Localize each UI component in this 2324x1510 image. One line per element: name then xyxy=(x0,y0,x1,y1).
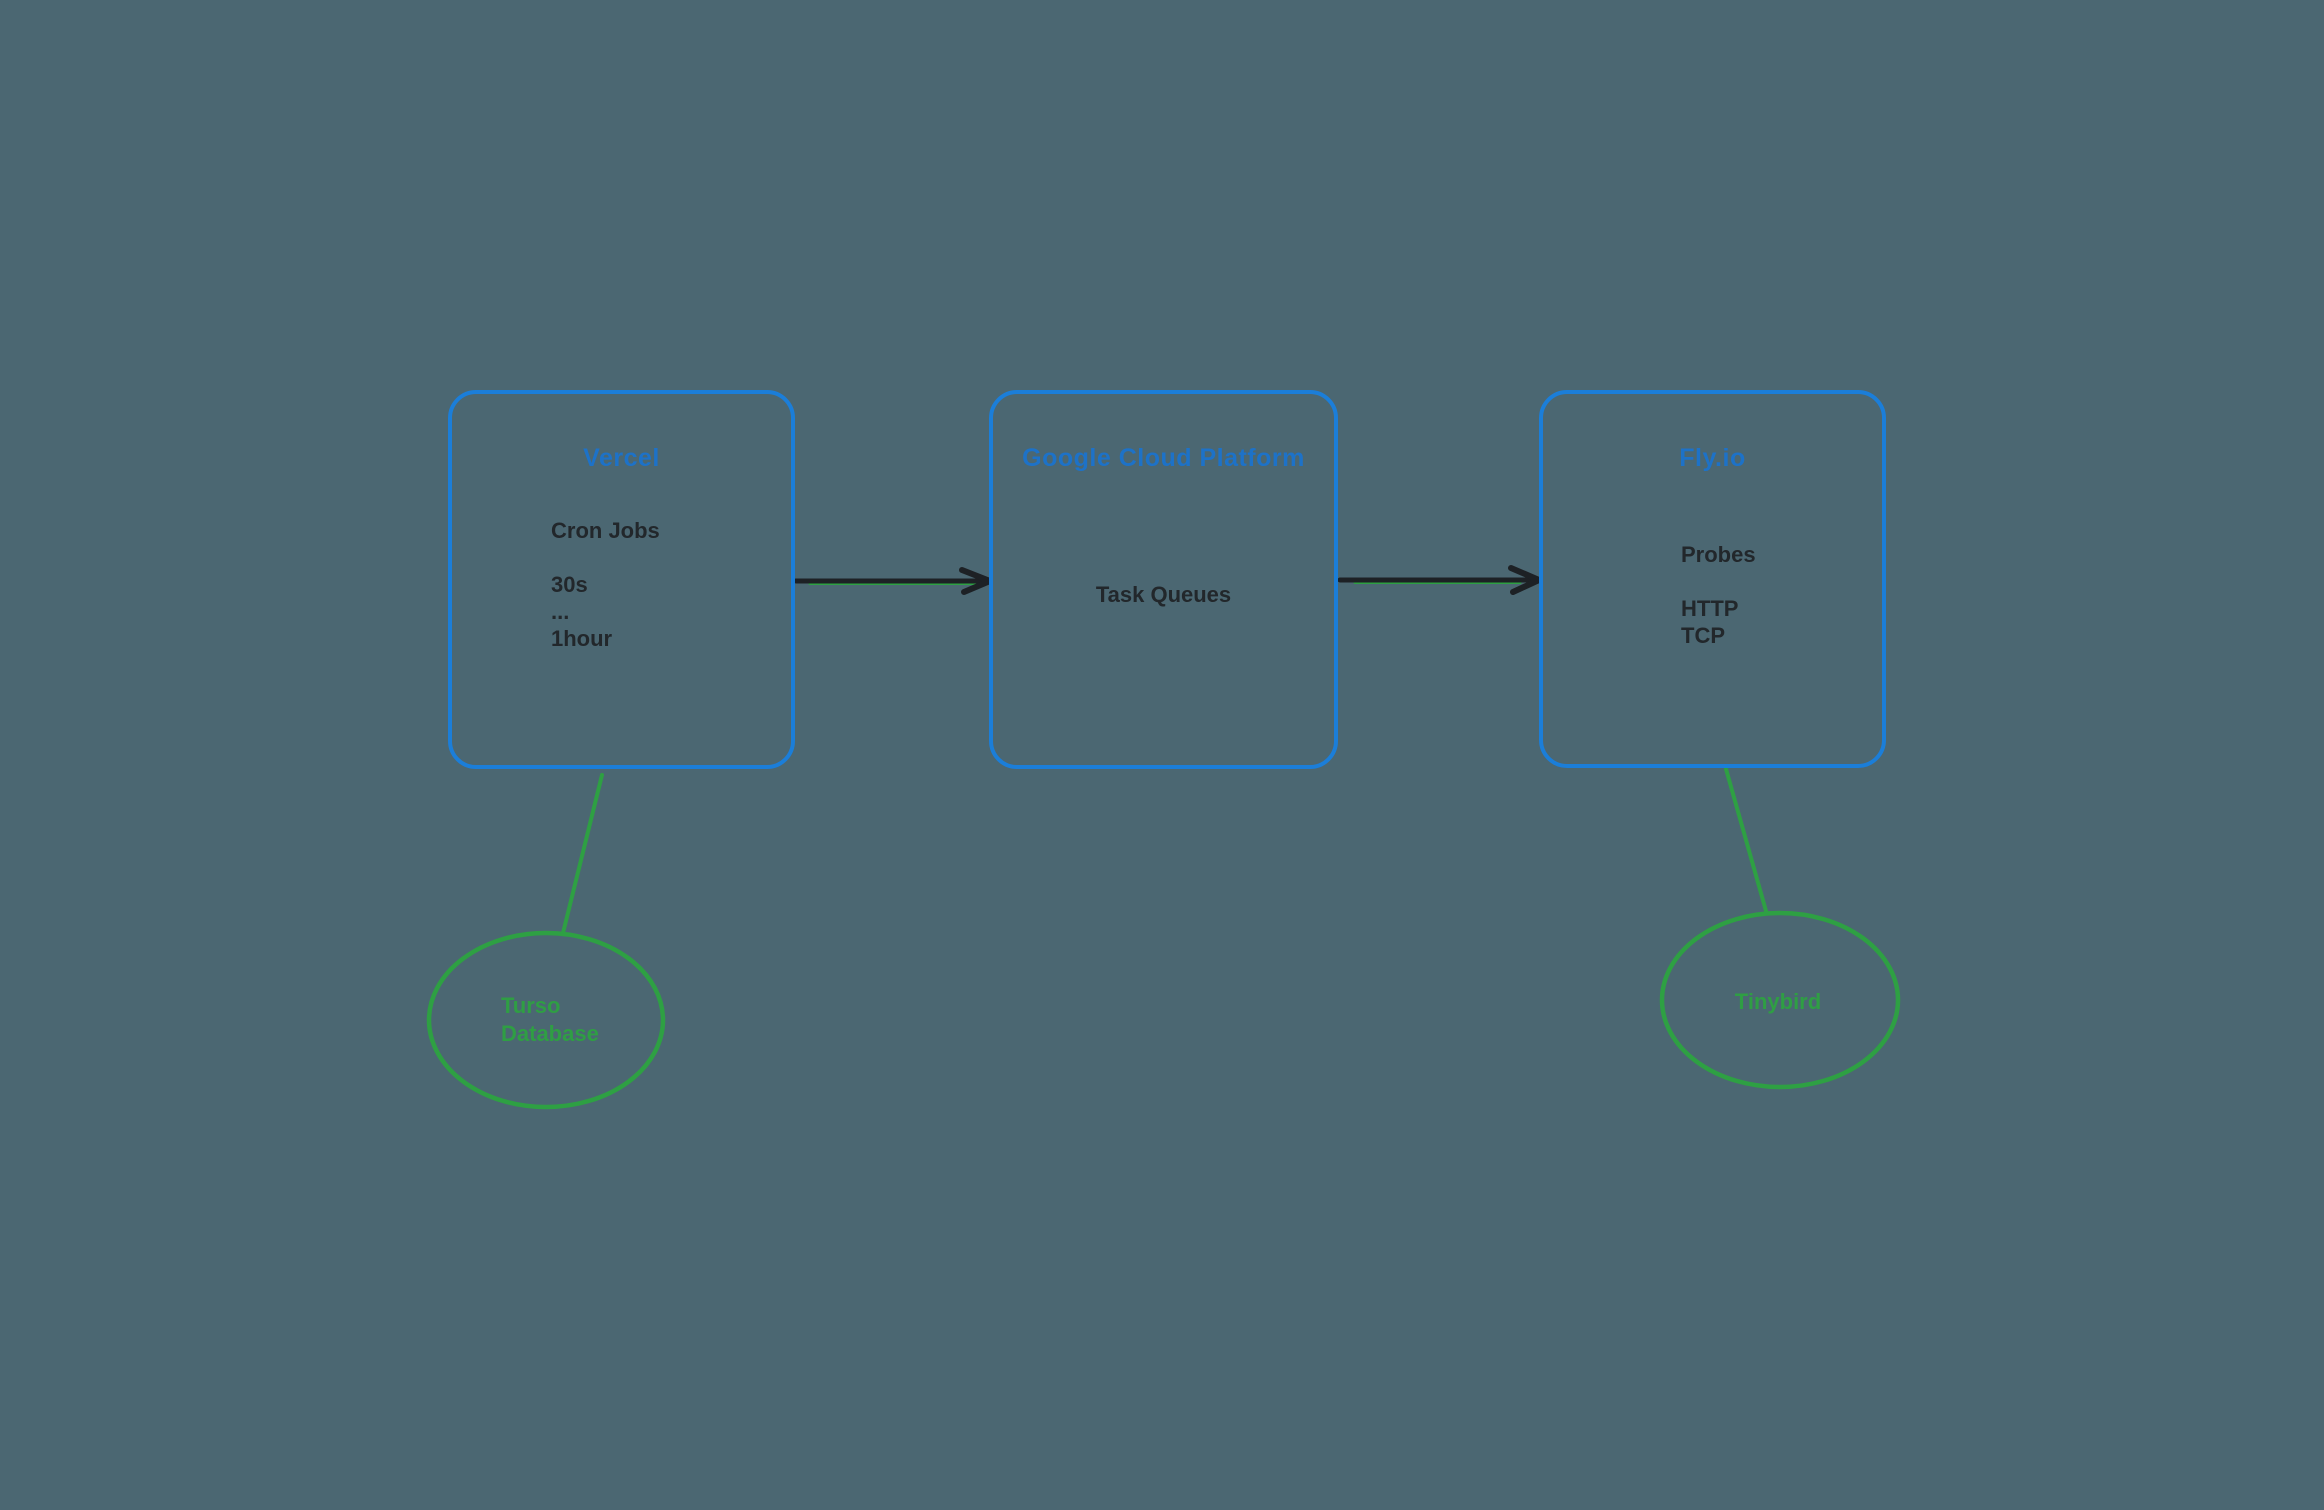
ellipse-tinybird-label: Tinybird xyxy=(1678,988,1878,1016)
ellipse-turso-label-line1: Turso xyxy=(501,993,561,1018)
ellipse-tinybird xyxy=(1659,910,1901,1090)
node-gcp-line-task-queues: Task Queues xyxy=(1095,582,1232,607)
ellipse-turso-label: Turso Database xyxy=(501,992,599,1048)
node-flyio-line-probes: Probes xyxy=(1681,542,1756,567)
node-gcp-body: Task Queues xyxy=(993,581,1334,608)
node-gcp-title: Google Cloud Platform xyxy=(1022,444,1305,472)
edge-vercel-turso-line xyxy=(561,773,604,935)
node-flyio-line-http: HTTP xyxy=(1681,596,1739,621)
edge-flyio-tinybird-line xyxy=(1724,767,1768,913)
node-flyio-title: Fly.io xyxy=(1679,444,1746,472)
node-vercel-line-30s: 30s xyxy=(551,572,588,597)
node-flyio-body: Probes HTTP TCP xyxy=(1681,541,1756,649)
ellipse-tinybird-label-line1: Tinybird xyxy=(1734,989,1822,1014)
node-vercel: Vercel Cron Jobs 30s ... 1hour xyxy=(448,390,795,769)
node-vercel-title: Vercel xyxy=(583,444,660,472)
node-vercel-line-ellipsis: ... xyxy=(551,599,570,624)
node-vercel-line-cron-jobs: Cron Jobs xyxy=(551,518,660,543)
ellipse-turso-database xyxy=(426,930,666,1110)
node-flyio: Fly.io Probes HTTP TCP xyxy=(1539,390,1886,768)
ellipse-turso-label-line2: Database xyxy=(501,1021,599,1046)
node-vercel-body: Cron Jobs 30s ... 1hour xyxy=(551,517,660,652)
node-vercel-line-1hour: 1hour xyxy=(551,626,613,651)
node-google-cloud-platform: Google Cloud Platform Task Queues xyxy=(989,390,1338,769)
node-flyio-line-tcp: TCP xyxy=(1681,623,1725,648)
